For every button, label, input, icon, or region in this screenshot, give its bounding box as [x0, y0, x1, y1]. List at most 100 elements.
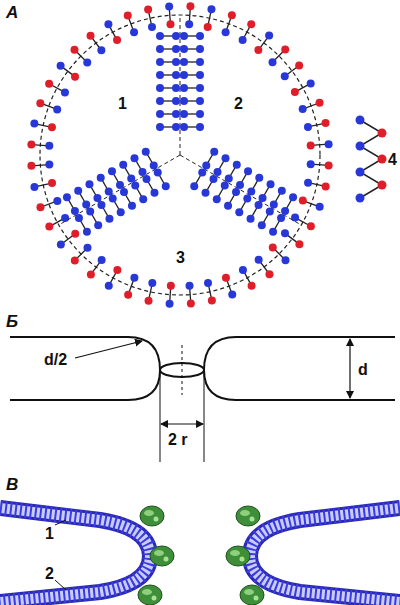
lipid-head: [196, 97, 204, 105]
lipid-head: [142, 175, 150, 183]
lipid-head: [113, 36, 121, 44]
lipid-head: [117, 208, 125, 216]
lipid-head: [304, 179, 312, 187]
lipid-head: [270, 201, 278, 209]
lipid-head: [214, 168, 222, 176]
lipid-head: [74, 187, 82, 195]
lipid-head: [156, 45, 164, 53]
lipid-head: [30, 183, 38, 191]
lipid-head: [97, 201, 105, 209]
lipid-head: [139, 195, 147, 203]
protein: [140, 506, 164, 526]
lipid-head: [131, 181, 139, 189]
lipid-head: [109, 194, 117, 202]
lipid-head: [196, 110, 204, 118]
midplane-line: [59, 155, 180, 225]
lipid-head: [196, 123, 204, 131]
lipid-head: [190, 182, 198, 190]
lipid-head: [259, 194, 267, 202]
lipid-head: [172, 84, 180, 92]
helical-tube: [250, 508, 400, 602]
left-bilayer: [10, 337, 160, 400]
lipid-head: [255, 201, 263, 209]
lipid-head: [282, 256, 290, 264]
lipid-head: [204, 279, 212, 287]
lipid-head: [233, 161, 241, 169]
lipid-head: [232, 188, 240, 196]
lipid-head: [71, 73, 79, 81]
lipid-head: [299, 197, 307, 205]
dimension-arrow: [161, 423, 203, 424]
lipid-head: [53, 197, 61, 205]
lipid-head: [87, 270, 95, 278]
lipid-head: [61, 88, 69, 96]
lipid-head: [172, 71, 180, 79]
helix-coils: [250, 508, 400, 602]
lipid-head: [316, 203, 324, 211]
lipid-head: [228, 291, 236, 299]
lipid-head: [198, 168, 206, 176]
lipid-head: [281, 72, 289, 80]
protein: [150, 546, 174, 566]
lipid-head: [322, 119, 330, 127]
lipid-head: [71, 230, 79, 238]
lipid-head: [180, 123, 188, 131]
lipid-head: [180, 32, 188, 40]
lipid-head: [258, 221, 266, 229]
lipid-head: [239, 266, 247, 274]
lipid-head: [57, 240, 65, 248]
lipid-head: [255, 174, 263, 182]
callout-number: 2: [44, 566, 55, 582]
lipid-head: [180, 110, 188, 118]
axis-line: [182, 345, 183, 395]
lipid-head: [196, 58, 204, 66]
callout-number: 3: [176, 250, 185, 266]
lipid-head: [291, 88, 299, 96]
lipid-head: [224, 202, 232, 210]
lipid-head: [97, 46, 105, 54]
dimension-arrow: [349, 339, 350, 398]
protein-highlight: [144, 510, 154, 516]
lipid-head: [356, 168, 365, 177]
lipid-head: [185, 20, 193, 28]
lipid-head: [180, 97, 188, 105]
lipid-head: [71, 257, 79, 265]
lipid-head: [325, 161, 333, 169]
lipid-head: [61, 214, 69, 222]
lipid-head: [235, 208, 243, 216]
lipid-head: [180, 45, 188, 53]
lipid-head: [172, 32, 180, 40]
protein: [236, 506, 260, 526]
protein-highlight: [240, 510, 250, 516]
protein-highlight: [154, 550, 164, 556]
lipid-head: [356, 116, 365, 125]
lipid-head: [239, 36, 247, 44]
protein-highlight: [230, 550, 240, 556]
protein-highlight: [250, 517, 255, 522]
lipid-head: [265, 32, 273, 40]
lipid-head: [166, 20, 174, 28]
lipid-head: [255, 256, 263, 264]
lipid-head: [325, 140, 333, 148]
lipid-head: [269, 58, 277, 66]
lipid-head: [207, 5, 215, 13]
lipid-head: [244, 167, 252, 175]
lipid-head: [225, 175, 233, 183]
protein-highlight: [244, 589, 254, 595]
lipid-head: [208, 297, 216, 305]
lipid-head: [98, 256, 106, 264]
lipid-head: [154, 168, 162, 176]
lipid-head: [45, 80, 53, 88]
dimension-label: d: [358, 362, 368, 378]
lipid-head: [187, 300, 195, 308]
lipid-head: [186, 2, 194, 10]
lipid-head: [210, 148, 218, 156]
lipid-head: [156, 71, 164, 79]
lipid-head: [156, 84, 164, 92]
protein-highlight: [240, 557, 245, 562]
lipid-head: [105, 215, 113, 223]
protein-highlight: [154, 517, 159, 522]
lipid-head: [36, 99, 44, 107]
lipid-head: [94, 221, 102, 229]
helical-tube: [250, 508, 400, 602]
